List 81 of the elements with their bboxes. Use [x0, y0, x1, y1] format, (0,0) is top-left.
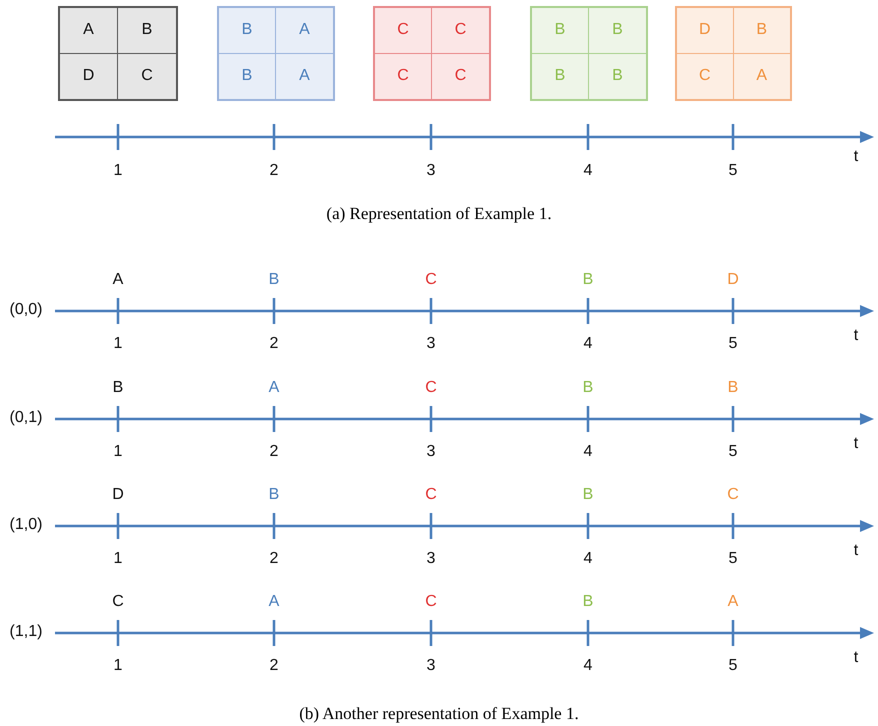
tick-label: 2 — [268, 162, 280, 180]
grid-cell: B — [532, 54, 589, 99]
tick-label: 2 — [268, 335, 280, 353]
tick-label: 5 — [728, 162, 738, 180]
grid-cell: C — [375, 8, 432, 54]
tick-label: 4 — [582, 550, 594, 568]
grid-cell: A — [276, 8, 333, 54]
grid-box — [58, 6, 178, 101]
state-letter: C — [111, 593, 125, 611]
tick-label: 3 — [426, 162, 436, 180]
state-letter: C — [424, 379, 438, 397]
tick-label: 2 — [268, 550, 280, 568]
state-letter: D — [111, 486, 125, 504]
grid-cell: B — [219, 54, 276, 99]
grid-cell: B — [589, 54, 646, 99]
grid-cell: C — [677, 54, 734, 99]
state-letter: C — [726, 486, 740, 504]
tick-label: 1 — [112, 657, 124, 675]
tick-label: 1 — [112, 335, 124, 353]
tick-label: 1 — [112, 550, 124, 568]
figure-caption: (b) Another representation of Example 1. — [298, 703, 580, 725]
state-letter: B — [582, 379, 594, 397]
state-letter: B — [582, 271, 594, 289]
grid-cell: B — [219, 8, 276, 54]
axis-label: t — [852, 542, 860, 560]
row-label: (0,0) — [8, 301, 44, 319]
grid-cell: C — [432, 8, 489, 54]
state-letter: D — [726, 271, 740, 289]
grid-cell: A — [276, 54, 333, 99]
state-letter: B — [112, 379, 124, 397]
row-label: (1,1) — [8, 623, 44, 641]
tick-label: 3 — [426, 550, 436, 568]
tick-label: 4 — [582, 335, 594, 353]
grid-cell: C — [118, 54, 176, 99]
grid-cell: A — [60, 8, 118, 54]
state-letter: C — [424, 593, 438, 611]
axis-label: t — [852, 148, 860, 166]
row-label: (1,0) — [8, 516, 44, 534]
state-letter: B — [268, 271, 280, 289]
axis-label: t — [852, 649, 860, 667]
grid-cell: A — [734, 54, 790, 99]
state-letter: B — [726, 379, 740, 397]
axis-label: t — [852, 435, 860, 453]
axis-label: t — [852, 327, 860, 345]
state-letter: A — [268, 379, 280, 397]
state-letter: C — [424, 486, 438, 504]
tick-label: 3 — [426, 335, 436, 353]
grid-box — [675, 6, 792, 101]
state-letter: B — [268, 486, 280, 504]
grid-cell: D — [60, 54, 118, 99]
tick-label: 1 — [112, 443, 124, 461]
state-letter: B — [582, 593, 594, 611]
grid-cell: C — [375, 54, 432, 99]
tick-label: 3 — [426, 443, 436, 461]
tick-label: 5 — [728, 443, 738, 461]
figure-caption: (a) Representation of Example 1. — [325, 203, 553, 225]
state-letter: A — [112, 271, 124, 289]
tick-label: 5 — [728, 657, 738, 675]
state-letter: A — [726, 593, 740, 611]
tick-label: 5 — [728, 550, 738, 568]
tick-label: 3 — [426, 657, 436, 675]
grid-cell: C — [432, 54, 489, 99]
tick-label: 4 — [582, 443, 594, 461]
tick-label: 1 — [112, 162, 124, 180]
grid-cell: B — [532, 8, 589, 54]
grid-cell: B — [734, 8, 790, 54]
state-letter: A — [268, 593, 280, 611]
tick-label: 4 — [582, 162, 594, 180]
row-label: (0,1) — [8, 409, 44, 427]
state-letter: B — [582, 486, 594, 504]
state-letter: C — [424, 271, 438, 289]
grid-cell: B — [118, 8, 176, 54]
grid-box — [217, 6, 335, 101]
grid-box — [530, 6, 648, 101]
tick-label: 2 — [268, 443, 280, 461]
tick-label: 2 — [268, 657, 280, 675]
grid-cell: D — [677, 8, 734, 54]
tick-label: 5 — [728, 335, 738, 353]
tick-label: 4 — [582, 657, 594, 675]
grid-cell: B — [589, 8, 646, 54]
grid-box — [373, 6, 491, 101]
